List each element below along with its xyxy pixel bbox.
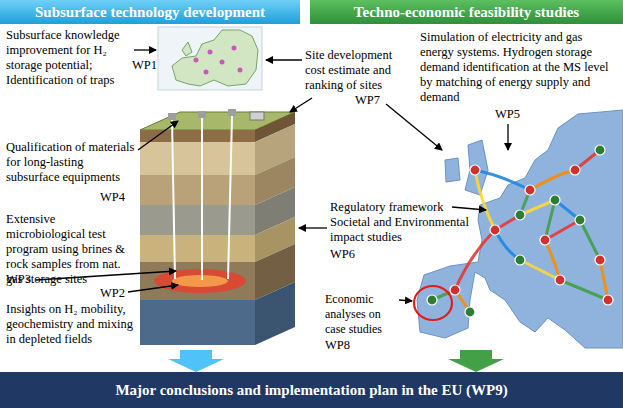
reservoir-layer [140, 262, 255, 300]
network-dot [550, 195, 560, 205]
wp-label: WP7 [355, 93, 385, 108]
annotation-text: Insights on H₂ mobility, geochemistry an… [6, 302, 141, 347]
island-shape [465, 140, 488, 195]
leader-arrow [138, 121, 178, 150]
network-dot [515, 255, 525, 265]
rock-layer [140, 175, 255, 205]
network-line [530, 170, 575, 190]
leader-arrow [399, 300, 412, 301]
wp-label: WP4 [100, 190, 130, 205]
band-title: Techno-economic feasibility studies [354, 4, 579, 21]
wp-label: WP3 [6, 272, 36, 287]
network-dot [515, 210, 525, 220]
rock-layer [140, 235, 255, 262]
network-dot [450, 285, 460, 295]
rock-layer [140, 142, 255, 175]
leader-arrow [386, 104, 442, 150]
network-dot [470, 165, 480, 175]
annotation-text: Economic analyses on case studies [325, 292, 397, 337]
down-arrow [168, 350, 224, 372]
island-shape [182, 42, 192, 56]
case-study-circle [414, 286, 452, 320]
wp-label: WP8 [325, 338, 355, 353]
leader-arrow [299, 227, 327, 228]
leader-arrow [266, 59, 302, 60]
annotation-text: Simulation of electricity and gas energy… [420, 30, 612, 105]
network-line [475, 170, 530, 190]
leader-arrow [507, 124, 508, 150]
site-dot [232, 46, 237, 51]
leader-arrow [452, 207, 486, 210]
site-dot [220, 60, 225, 65]
site-dot [208, 50, 213, 55]
conclusion-band: Major conclusions and implementation pla… [0, 372, 623, 408]
header-band: Techno-economic feasibility studies [310, 0, 623, 24]
annotation-text: Site development cost estimate and ranki… [305, 48, 410, 93]
network-dot [555, 275, 565, 285]
network-line [545, 200, 555, 240]
land-shape [172, 30, 258, 86]
rock-layer [255, 282, 295, 345]
leader-arrow [128, 285, 178, 292]
geological-block [140, 109, 295, 345]
network-dot [595, 145, 605, 155]
network-line [600, 260, 608, 300]
wellhead [198, 111, 206, 118]
band-title: Major conclusions and implementation pla… [115, 382, 507, 399]
well-line [172, 120, 175, 279]
wellhead [228, 109, 236, 116]
network-line [580, 220, 600, 260]
europe-map-small [158, 27, 262, 90]
wp-label: WP1 [132, 58, 158, 73]
network-line [520, 260, 560, 280]
hydrogen-reservoir [154, 269, 246, 293]
site-dot [204, 70, 209, 75]
network-line [475, 170, 495, 230]
wellhead [168, 113, 176, 120]
network-dot [465, 307, 475, 317]
site-dot [238, 68, 243, 73]
network-dot [525, 185, 535, 195]
network-nodes [427, 145, 613, 317]
annotation-text: Subsurface knowledge improvement for H₂ … [6, 28, 131, 88]
network-line [520, 200, 555, 215]
wp-label: WP2 [100, 286, 130, 301]
annotation-text: Regulatory framework Societal and Enviro… [330, 200, 472, 245]
down-arrow [448, 350, 504, 372]
network-dot [603, 295, 613, 305]
network-line [495, 230, 520, 260]
island-shape [445, 158, 460, 182]
well-line [228, 116, 232, 279]
map-frame [158, 27, 262, 90]
network-lines [432, 150, 608, 312]
rock-layer [140, 300, 255, 345]
site-dot [194, 58, 199, 63]
band-title: Subsurface technology development [35, 4, 265, 21]
leader-arrow [134, 49, 156, 50]
well-line [201, 118, 203, 280]
network-dot [575, 215, 585, 225]
wp-label: WP6 [330, 247, 360, 262]
network-dot [490, 225, 500, 235]
hydrogen-core [172, 275, 228, 287]
annotation-text: Qualification of materials for long-last… [6, 140, 136, 185]
network-dot [427, 295, 437, 305]
network-dot [540, 235, 550, 245]
surface-plant [250, 112, 264, 120]
network-line [455, 230, 495, 290]
network-dot [595, 255, 605, 265]
network-line [560, 280, 608, 300]
wp-label: WP5 [495, 107, 525, 122]
header-band: Subsurface technology development [0, 0, 300, 24]
rock-layer [140, 205, 255, 235]
leader-arrow [290, 98, 312, 112]
network-dot [570, 165, 580, 175]
